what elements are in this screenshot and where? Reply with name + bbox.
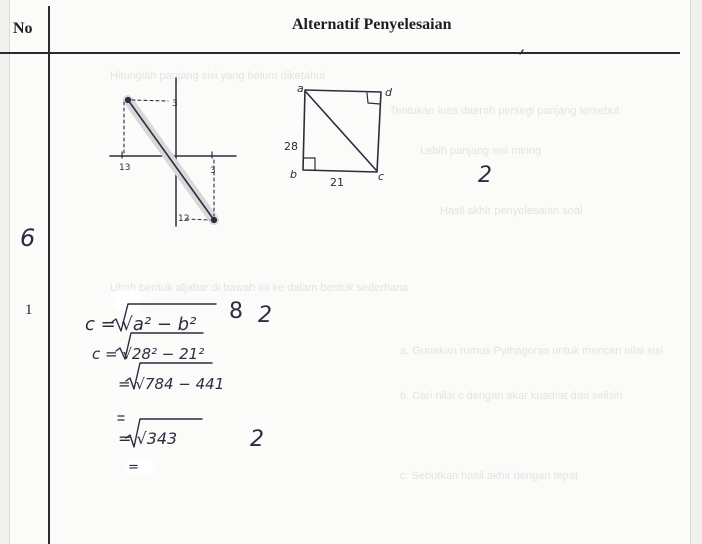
square-label-d: d [385, 86, 393, 99]
graph-label-bottom: 12 [178, 214, 189, 224]
work-line-2: c = √28² − 21² [92, 345, 204, 363]
faint-line: Tentukan luas daerah persegi panjang ter… [390, 105, 620, 117]
faint-line: Hasil akhir penyelesaian soal [440, 205, 583, 217]
square-label-a: a [297, 82, 304, 95]
margin-mark: 8 [229, 299, 243, 324]
score-row-6: 2 [478, 163, 492, 188]
square-label-b: b [290, 168, 297, 181]
faint-line: Ubah bentuk aljabar di bawah ini ke dala… [110, 282, 409, 294]
table-header-row [0, 6, 680, 54]
square-side-21: 21 [330, 176, 344, 189]
faint-line: c. Sebutkan hasil akhir dengan tepat [400, 470, 578, 482]
score-row-1-bottom: 2 [250, 427, 264, 452]
work-line-4: = √343 [118, 429, 177, 448]
score-row-1-top: 2 [258, 303, 272, 328]
faint-line: a. Gunakan rumus Pythagoras untuk mencar… [400, 345, 663, 357]
graph-label-left: 13 [119, 163, 130, 173]
work-line-5: = [128, 460, 139, 475]
redaction-blur [108, 286, 148, 316]
square-label-c: c [378, 170, 384, 183]
faint-line: Lebih panjang sisi miring [420, 145, 542, 157]
header-no: No [13, 20, 33, 37]
work-line-1: c = √a² − b² [85, 314, 196, 335]
header-title: Alternatif Penyelesaian [292, 16, 452, 33]
row-number-1: 1 [25, 302, 33, 318]
coordinate-graph [109, 77, 237, 227]
square-diagram [302, 89, 382, 173]
square-side-28: 28 [284, 140, 298, 153]
faint-line: Hitunglah panjang sisi yang belum diketa… [110, 70, 325, 82]
graph-label-top: 3 [172, 99, 178, 109]
graph-label-right: 3 [210, 166, 216, 176]
work-line-3: = √784 − 441 [118, 375, 224, 393]
faint-line: b. Cari nilai c dengan akar kuadrat dari… [400, 390, 623, 402]
row-number-6: 6 [20, 224, 36, 252]
root-signs [111, 303, 217, 448]
column-divider [48, 6, 50, 544]
redaction-blur [120, 455, 160, 477]
